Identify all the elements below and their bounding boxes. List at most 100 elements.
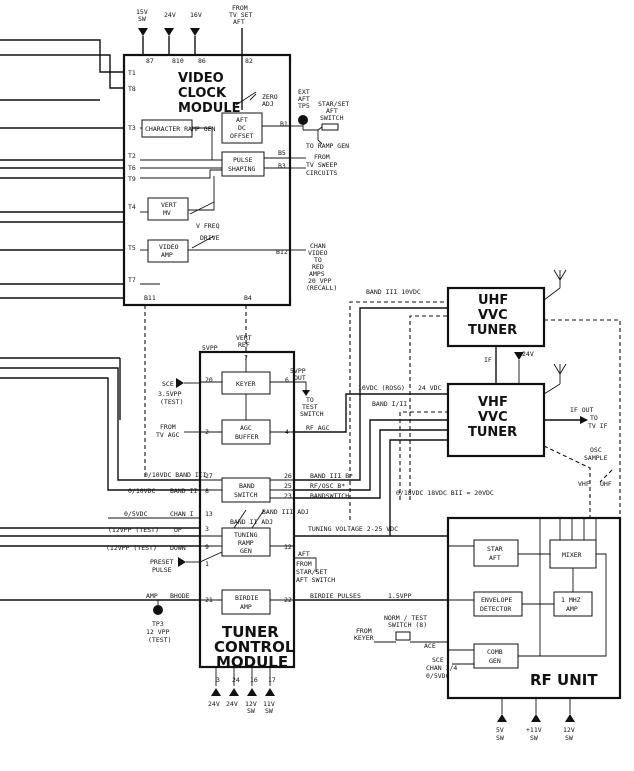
pin-label: 87	[146, 57, 154, 65]
pin-label: B3	[278, 162, 286, 170]
star-aft-block	[473, 539, 519, 567]
to-test-switch-label: TO	[306, 396, 314, 404]
from-tv-agc-label: FROM	[160, 423, 176, 431]
antenna-icon	[553, 269, 567, 281]
to-ramp-gen-label: TO RAMP GEN	[306, 142, 349, 150]
pin-label: 12	[284, 543, 292, 551]
vpp-label: 1.5VPP	[388, 592, 412, 600]
pin-label: T3	[128, 124, 136, 132]
vdc-label: 0/5VDC	[124, 510, 148, 518]
chan-video-label: TO	[314, 256, 322, 264]
supply-arrow-icon	[164, 28, 174, 36]
down-label: DOWN	[170, 544, 186, 552]
from-star-set-label: FROM	[296, 560, 312, 568]
uhf-label: UHF	[600, 480, 612, 488]
band-i-ii-label: BAND I/II	[372, 400, 407, 408]
aft-dc-offset-block	[221, 112, 263, 144]
from-star-set-label: STAR/SET	[296, 568, 327, 576]
pin-label: 13	[205, 510, 213, 518]
pin-label: 25	[284, 482, 292, 490]
supply-label: SW	[565, 734, 573, 742]
tuning-ramp-label: GEN	[240, 547, 252, 555]
pin-label: T1	[128, 69, 136, 77]
sce-label: (TEST)	[160, 398, 183, 406]
supply-arrow-icon	[190, 28, 200, 36]
uhf-title: UHF	[478, 293, 508, 308]
output-arrow-icon	[580, 416, 588, 424]
tp3-label: 12 VPP	[146, 628, 170, 636]
pin-label: T2	[128, 152, 136, 160]
sce-vdc-label: 0/5VDC	[426, 672, 450, 680]
rosg-label: 10VDC (ROSG)	[358, 384, 405, 392]
pin-label: B4	[244, 294, 252, 302]
pin-label: 9	[205, 543, 209, 551]
vert-mv-label: VERT	[161, 201, 177, 209]
bandswitch-label: BANDSWITCH	[310, 492, 349, 500]
switch-icon	[395, 631, 411, 641]
vhf-tuner: VHF VVC TUNER IF 24V IF OUT TO TV IF OSC…	[446, 346, 613, 518]
sce-label: SCE	[432, 656, 444, 664]
supply-arrow-icon	[565, 714, 575, 722]
aft-label: AFT	[298, 550, 310, 558]
tuning-voltage-label: TUNING VOLTAGE 2-25 VDC	[308, 525, 398, 533]
from-tvset-label: TV SET	[229, 11, 253, 19]
supply-arrow-icon	[138, 28, 148, 36]
pulse-shaping-label: PULSE	[233, 156, 253, 164]
aft-dc-offset-label: AFT	[236, 116, 248, 124]
to-test-switch-label: SWITCH	[300, 410, 324, 418]
pin-label: 26	[284, 472, 292, 480]
keyer-out-label: OUT	[294, 374, 306, 382]
tp3-label: TP3	[152, 620, 164, 628]
supply-label: SW	[530, 734, 538, 742]
chan-video-label: (RECALL)	[306, 284, 337, 292]
pin-label: 6	[285, 376, 289, 384]
to-test-switch-label: TEST	[302, 403, 318, 411]
supply-15v-label: 15V	[136, 8, 148, 16]
supply-arrow-icon	[514, 352, 524, 360]
supply-arrow-icon	[531, 714, 541, 722]
chan-video-label: VIDEO	[308, 249, 328, 257]
sce-chan-label: CHAN 3/4	[426, 664, 457, 672]
birdie-pulses-label: BIRDIE PULSES	[310, 592, 361, 600]
band-iii-adj-label: BAND III ADJ	[262, 508, 309, 516]
tuning-ramp-label: RAMP	[238, 539, 254, 547]
pin-label: 23	[284, 492, 292, 500]
vhf-label: VHF	[578, 480, 590, 488]
star-set-aft-switch-label: SWITCH	[320, 114, 344, 122]
amp-label: 1 MHZ	[561, 596, 581, 604]
supply-label: 11V	[263, 700, 275, 708]
rf-agc-label: RF AGC	[306, 424, 330, 432]
pin-label: 27	[205, 472, 213, 480]
up-test-label: (12VPP (TEST)	[108, 526, 159, 534]
band-switch-label: SWITCH	[234, 491, 258, 499]
pin-label: T9	[128, 175, 136, 183]
band-iii-top-label: BAND III 10VDC	[366, 288, 421, 296]
video-pin-labels: 87 810 86 82 T1 T8 T3 T2 T6 T9 T4 T5 T7 …	[128, 57, 288, 302]
supply-label: SW	[496, 734, 504, 742]
supply-arrow-icon	[247, 688, 257, 696]
supply-label: 12V	[245, 700, 257, 708]
pin-label: 20	[205, 376, 213, 384]
amp-label: AMP	[566, 605, 578, 613]
envelope-detector-label: DETECTOR	[480, 605, 511, 613]
bottom-band-label: 0/18VDC 18VDC BII = 20VDC	[396, 489, 494, 497]
vhf-title: VVC	[478, 410, 508, 425]
pin-label: T4	[128, 203, 136, 211]
if-out-label: TV IF	[588, 422, 608, 430]
video-clock-title-3: MODULE	[178, 101, 241, 116]
if-label: IF	[484, 356, 492, 364]
norm-test-label: SWITCH (8)	[388, 621, 427, 629]
v-freq-label: V FREQ	[196, 222, 220, 230]
drive-label: DRIVE	[200, 234, 220, 242]
vpp-label: 5VPP	[202, 344, 218, 352]
supply-sw-label: SW	[138, 15, 146, 23]
chan-video-label: CHAN	[310, 242, 326, 250]
supply-24v-label: 24V	[164, 11, 176, 19]
output-arrow-icon	[302, 390, 310, 396]
switch-icon	[321, 123, 339, 131]
star-aft-label: STAR	[487, 545, 503, 553]
pin-label: 16	[250, 676, 258, 684]
tuner-control-title-3: MODULE	[216, 653, 288, 671]
pin-label: 3	[216, 676, 220, 684]
